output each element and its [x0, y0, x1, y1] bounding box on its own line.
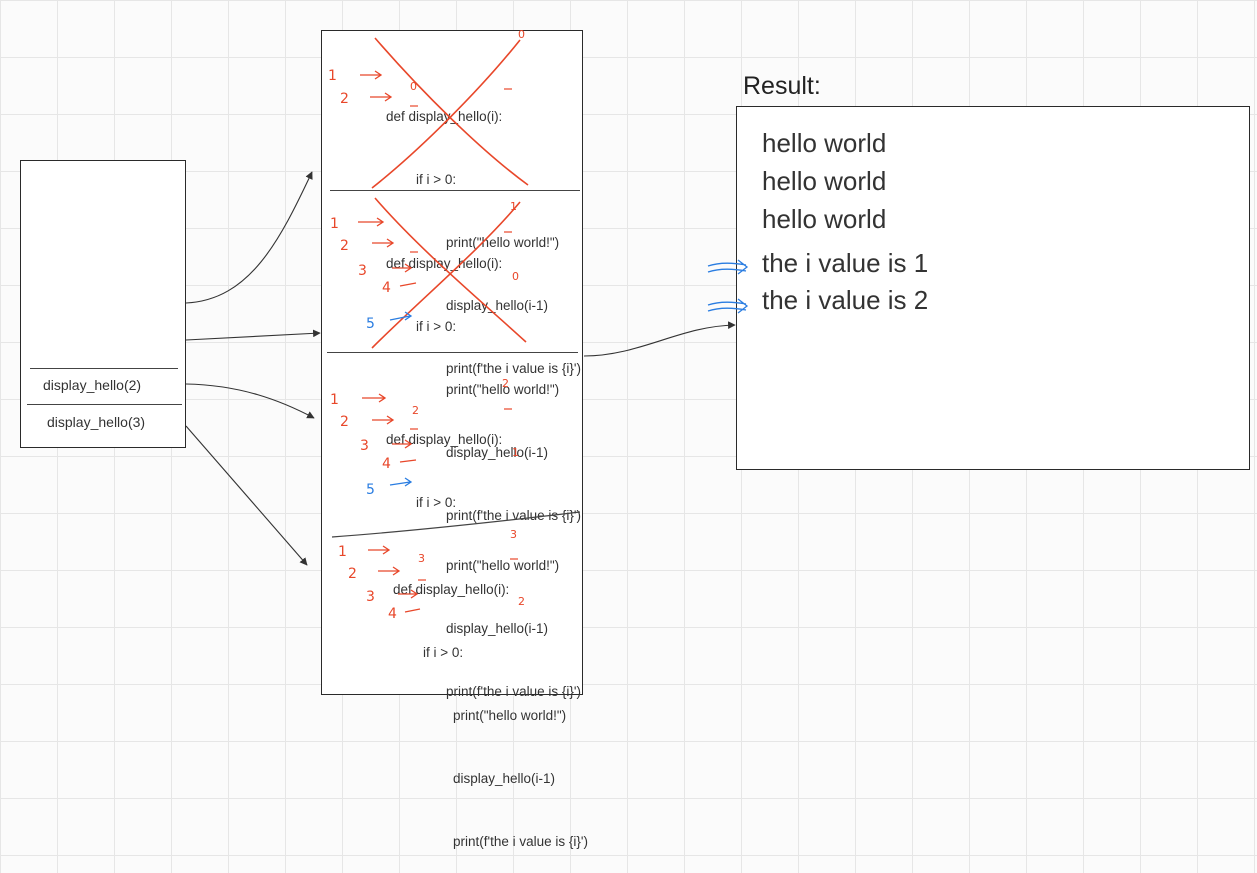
- code-frames-box: [321, 30, 583, 695]
- step-mark: 4: [382, 456, 391, 472]
- result-title: Result:: [743, 72, 821, 100]
- step-mark: 4: [388, 606, 397, 622]
- code-line: if i > 0:: [401, 495, 457, 510]
- connector-arrow: [583, 321, 736, 357]
- code-line: print("hello world!"): [416, 235, 560, 250]
- cross-out-mark: [371, 201, 521, 349]
- step-mark: 4: [382, 280, 391, 296]
- step-mark: 1: [330, 216, 339, 232]
- i-value-mark: 0: [512, 270, 519, 283]
- result-line: hello world: [762, 204, 887, 234]
- step-mark: 1: [338, 544, 347, 560]
- i-value-mark: 2: [502, 377, 509, 390]
- connector-arrow: [185, 329, 321, 341]
- code-frame-2: def display_hello(i): if i > 0: print("h…: [386, 211, 581, 547]
- code-line: def display_hello(i):: [386, 432, 503, 447]
- i-value-mark: 1: [512, 446, 519, 459]
- code-line: display_hello(i-1): [416, 445, 549, 460]
- step-mark: 1: [330, 392, 339, 408]
- result-line: the i value is 1: [762, 248, 929, 278]
- result-box: [736, 106, 1250, 470]
- code-line: display_hello(i-1): [416, 621, 549, 636]
- result-line: the i value is 2: [762, 285, 929, 315]
- code-line: def display_hello(i):: [386, 256, 503, 271]
- result-line: hello world: [762, 166, 887, 196]
- i-value-mark: 2: [518, 595, 525, 608]
- step-mark: 2: [340, 414, 349, 430]
- i-value-mark: 1: [510, 200, 517, 213]
- i-value-mark: 3: [510, 528, 517, 541]
- i-value-mark: 0: [518, 28, 525, 41]
- code-line: print(f'the i value is {i}'): [423, 834, 588, 849]
- cross-out-mark: [371, 39, 521, 189]
- step-mark: 5: [366, 482, 375, 498]
- cross-out-mark: [374, 197, 527, 343]
- connector-arrow: [185, 383, 315, 419]
- frame-divider: [327, 352, 578, 353]
- code-line: def display_hello(i):: [386, 109, 503, 124]
- call-stack-box: [20, 160, 186, 448]
- i-value-mark: 0: [410, 80, 417, 93]
- cross-out-mark: [374, 37, 529, 186]
- code-line: print(f'the i value is {i}'): [416, 361, 581, 376]
- stack-frame-label: display_hello(3): [47, 414, 146, 430]
- step-mark: 1: [328, 68, 337, 84]
- stack-divider: [30, 368, 178, 369]
- code-line: if i > 0:: [401, 319, 457, 334]
- code-line: print(f'the i value is {i}'): [416, 684, 581, 699]
- annotation-layer: 1 2 1 2 3 4 1 2 3 4 1 2 3 4 0 0 1 0 2 2 …: [185, 28, 749, 622]
- code-line: if i > 0:: [401, 172, 457, 187]
- step-mark: 2: [340, 238, 349, 254]
- step-mark: 3: [366, 589, 375, 605]
- i-value-mark: 2: [412, 404, 419, 417]
- code-line: def display_hello(i):: [393, 582, 510, 597]
- code-line: print("hello world!"): [416, 558, 560, 573]
- frame-divider: [330, 190, 580, 191]
- code-line: print("hello world!"): [423, 708, 567, 723]
- result-line: hello world: [762, 128, 887, 158]
- code-line: display_hello(i-1): [416, 298, 549, 313]
- i-value-mark: 3: [418, 552, 425, 565]
- connector-arrow: [185, 171, 313, 304]
- code-frame-3: def display_hello(i): if i > 0: print("h…: [386, 387, 581, 723]
- step-mark: 3: [358, 263, 367, 279]
- step-mark: 3: [360, 438, 369, 454]
- step-mark: 2: [348, 566, 357, 582]
- stack-divider: [27, 404, 182, 405]
- step-mark: 5: [366, 316, 375, 332]
- code-line: display_hello(i-1): [423, 771, 556, 786]
- code-line: if i > 0:: [408, 645, 464, 660]
- stack-frame-label: display_hello(2): [43, 377, 142, 393]
- frame-divider-wavy: [331, 511, 581, 538]
- step-mark: 2: [340, 91, 349, 107]
- code-line: print("hello world!"): [416, 382, 560, 397]
- connector-arrow: [185, 425, 308, 566]
- code-frame-1: def display_hello(i): if i > 0: print("h…: [386, 64, 581, 400]
